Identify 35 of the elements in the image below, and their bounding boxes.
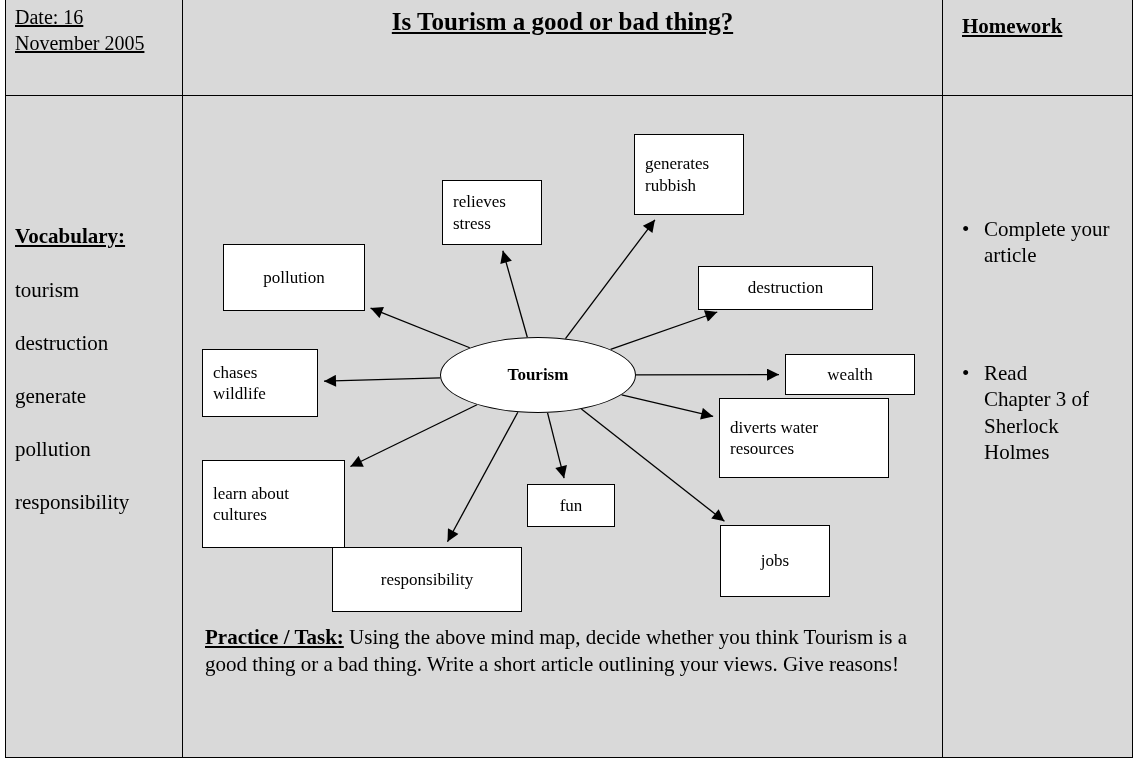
homework-heading: Homework bbox=[962, 14, 1063, 39]
vocabulary-word: responsibility bbox=[15, 490, 130, 515]
arrow bbox=[546, 412, 567, 479]
vocabulary-word: tourism bbox=[15, 278, 80, 303]
title: Is Tourism a good or bad thing? bbox=[390, 8, 735, 36]
homework-item: Complete your article bbox=[984, 216, 1111, 269]
arrow bbox=[609, 310, 718, 351]
concept-box: pollution bbox=[223, 244, 365, 311]
concept-box: diverts water resources bbox=[719, 398, 889, 478]
arrow bbox=[635, 368, 780, 381]
concept-box: chases wildlife bbox=[202, 349, 318, 417]
concept-box: fun bbox=[527, 484, 615, 527]
bullet-mark: • bbox=[962, 360, 970, 387]
concept-box: destruction bbox=[698, 266, 873, 310]
bullet-mark: • bbox=[962, 216, 970, 243]
date-text: Date: 16 November 2005 bbox=[15, 5, 145, 56]
concept-box: wealth bbox=[785, 354, 915, 395]
arrow bbox=[500, 250, 528, 338]
concept-box: relieves stress bbox=[442, 180, 542, 245]
task-text: Practice / Task: Using the above mind map, decide whether you think Tourism is a good thing or a bad thing. Write a short article outlining your views. Give reasons! bbox=[205, 624, 909, 679]
arrow bbox=[621, 394, 714, 420]
vocabulary-heading: Vocabulary: bbox=[15, 224, 126, 249]
concept-box: generates rubbish bbox=[634, 134, 744, 215]
arrow bbox=[580, 408, 726, 522]
concept-box: jobs bbox=[720, 525, 830, 597]
arrow bbox=[369, 307, 471, 349]
vocabulary-word: pollution bbox=[15, 437, 91, 462]
concept-box: responsibility bbox=[332, 547, 522, 612]
arrow bbox=[349, 404, 478, 468]
concept-box: learn about cultures bbox=[202, 460, 345, 548]
arrow bbox=[323, 374, 441, 387]
homework-item: Read Chapter 3 of Sherlock Holmes bbox=[984, 360, 1090, 465]
arrow bbox=[446, 411, 519, 543]
vocabulary-word: destruction bbox=[15, 331, 109, 356]
vocabulary-word: generate bbox=[15, 384, 87, 409]
